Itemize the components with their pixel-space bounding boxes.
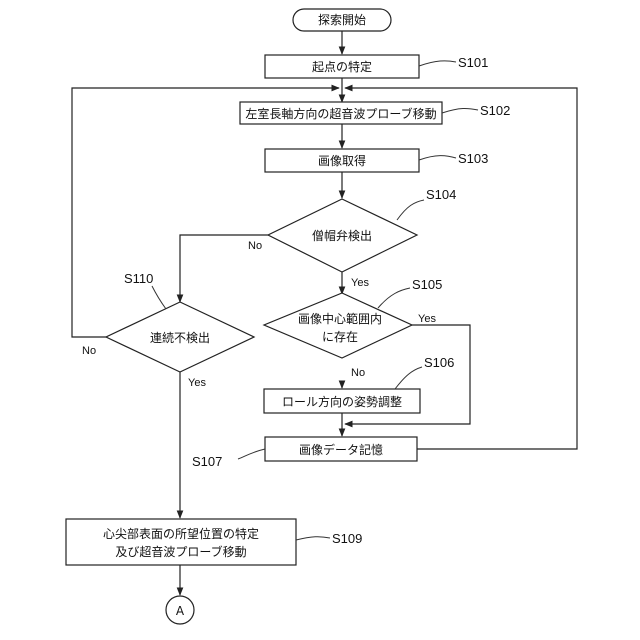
s106-leader: [395, 367, 422, 389]
s104-yes-label: Yes: [351, 277, 369, 289]
s104-no-label: No: [248, 240, 262, 252]
s107-leader: [238, 449, 265, 459]
s109-ref: S109: [332, 531, 362, 546]
s105-no-label: No: [351, 367, 365, 379]
s107-ref: S107: [192, 454, 222, 469]
edge-s110-no-loop: [72, 88, 339, 337]
s101-label: 起点の特定: [312, 59, 372, 74]
s103-label: 画像取得: [318, 153, 366, 168]
node-s105: 画像中心範囲内 に存在: [264, 293, 412, 358]
s105-leader: [378, 288, 410, 308]
node-connector-a: A: [166, 596, 194, 624]
s105-label-line1: 画像中心範囲内: [298, 311, 382, 326]
start-label: 探索開始: [318, 13, 366, 27]
s104-ref: S104: [426, 187, 456, 202]
s110-label: 連続不検出: [150, 331, 210, 345]
node-s103: 画像取得: [265, 149, 419, 172]
node-s110: 連続不検出: [106, 302, 254, 372]
node-s109: 心尖部表面の所望位置の特定 及び超音波プローブ移動: [66, 519, 296, 565]
s107-label: 画像データ記憶: [299, 442, 383, 457]
s102-leader: [442, 108, 478, 113]
s105-yes-label: Yes: [418, 313, 436, 325]
s104-label: 僧帽弁検出: [312, 228, 372, 243]
node-s107: 画像データ記憶: [265, 437, 417, 461]
node-s106: ロール方向の姿勢調整: [264, 389, 420, 413]
s110-no-label: No: [82, 345, 96, 357]
node-s102: 左室長軸方向の超音波プローブ移動: [240, 102, 442, 124]
s102-ref: S102: [480, 103, 510, 118]
s106-ref: S106: [424, 355, 454, 370]
connector-a-label: A: [176, 604, 185, 618]
s102-label: 左室長軸方向の超音波プローブ移動: [245, 106, 436, 121]
s109-leader: [296, 537, 330, 540]
s104-leader: [397, 200, 424, 220]
s106-label: ロール方向の姿勢調整: [282, 394, 402, 409]
s110-leader: [152, 286, 166, 309]
s101-leader: [419, 61, 456, 66]
s109-label-line1: 心尖部表面の所望位置の特定: [103, 526, 259, 541]
s101-ref: S101: [458, 55, 488, 70]
s105-ref: S105: [412, 277, 442, 292]
node-s104: 僧帽弁検出: [268, 199, 417, 272]
s103-leader: [419, 156, 456, 160]
s110-yes-label: Yes: [188, 377, 206, 389]
s110-ref: S110: [124, 271, 153, 286]
step-references: S101 S102 S103 S104 S105 S106 S107 S110 …: [124, 55, 510, 546]
s103-ref: S103: [458, 151, 488, 166]
s109-label-line2: 及び超音波プローブ移動: [115, 544, 246, 559]
s105-label-line2: に存在: [322, 330, 358, 344]
node-start: 探索開始: [293, 9, 391, 31]
node-s101: 起点の特定: [265, 55, 419, 78]
